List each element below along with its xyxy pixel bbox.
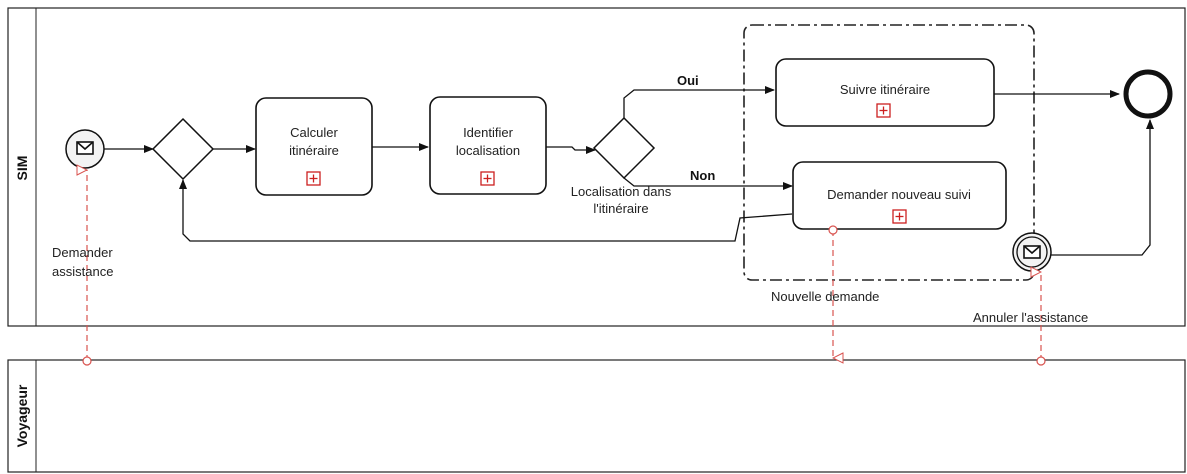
message-flows bbox=[87, 170, 1041, 361]
task-identifier-label-1: Identifier bbox=[463, 125, 514, 140]
exclusive-gateway-2[interactable] bbox=[592, 116, 656, 180]
flow-identifier-to-gateway2 bbox=[546, 146, 596, 154]
intermediate-message-event[interactable] bbox=[1012, 232, 1052, 272]
subprocess-marker-icon bbox=[876, 103, 891, 118]
sequence-flows bbox=[104, 86, 1154, 256]
event-subprocess-boundary bbox=[743, 24, 1035, 281]
subprocess-marker-icon bbox=[306, 171, 321, 186]
flow-gateway2-non bbox=[623, 177, 793, 190]
subprocess-marker-icon bbox=[892, 209, 907, 224]
task-suivre-label: Suivre itinéraire bbox=[840, 82, 930, 97]
task-identifier-localisation[interactable]: Identifier localisation bbox=[429, 96, 547, 195]
flow-annuler-to-end bbox=[1048, 119, 1154, 256]
pool-voyageur-label: Voyageur bbox=[14, 384, 30, 447]
pool-voyageur: Voyageur bbox=[7, 359, 1186, 473]
message-flow-origins bbox=[82, 225, 1046, 366]
flow-gateway2-oui bbox=[623, 86, 775, 118]
task-calculer-itineraire[interactable]: Calculer itinéraire bbox=[255, 97, 373, 196]
task-identifier-label-2: localisation bbox=[456, 143, 520, 158]
exclusive-gateway-1[interactable] bbox=[151, 117, 215, 181]
message-label-annuler: Annuler l'assistance bbox=[973, 310, 1088, 325]
end-event[interactable] bbox=[1123, 69, 1173, 119]
subprocess-marker-icon bbox=[480, 171, 495, 186]
gateway-label-2: l'itinéraire bbox=[593, 201, 648, 216]
gateway-label-1: Localisation dans bbox=[571, 184, 672, 199]
message-label-demander-2: assistance bbox=[52, 264, 113, 279]
gateway-yes-label: Oui bbox=[677, 73, 699, 88]
flow-demander-loop bbox=[179, 179, 793, 242]
pool-sim-label: SIM bbox=[14, 156, 30, 181]
message-label-demander-1: Demander bbox=[52, 245, 113, 260]
task-demander-nouveau-suivi[interactable]: Demander nouveau suivi bbox=[792, 161, 1007, 230]
gateway-no-label: Non bbox=[690, 168, 715, 183]
message-label-nouvelle-demande: Nouvelle demande bbox=[771, 289, 879, 304]
start-message-event[interactable] bbox=[65, 129, 105, 169]
task-calculer-label-1: Calculer bbox=[290, 125, 338, 140]
task-calculer-label-2: itinéraire bbox=[289, 143, 339, 158]
task-demander-label: Demander nouveau suivi bbox=[827, 187, 971, 202]
task-suivre-itineraire[interactable]: Suivre itinéraire bbox=[775, 58, 995, 127]
